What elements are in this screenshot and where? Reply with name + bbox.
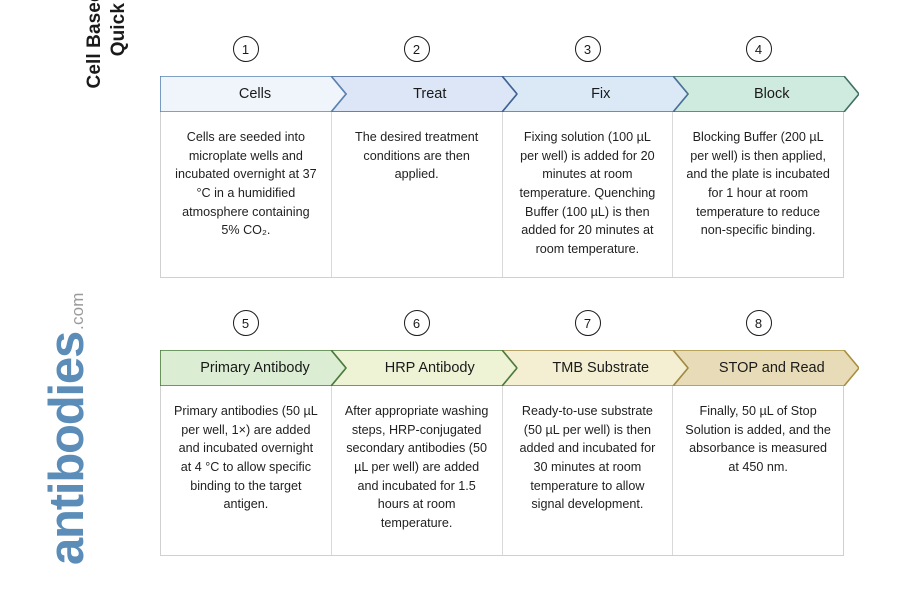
step-description-1: Cells are seeded into microplate wells a… bbox=[161, 112, 332, 277]
chevron-shape-7 bbox=[502, 350, 688, 386]
step-chevron-6[interactable]: HRP Antibody bbox=[331, 350, 517, 386]
step-chevron-5[interactable]: Primary Antibody bbox=[160, 350, 346, 386]
step-label-4: Block bbox=[754, 86, 790, 102]
brand-watermark: antibodies .com bbox=[40, 292, 103, 565]
chevron-shape-3 bbox=[502, 76, 688, 112]
step-description-6: After appropriate washing steps, HRP-con… bbox=[332, 386, 503, 555]
chevron-shape-6 bbox=[331, 350, 517, 386]
step-description-8: Finally, 50 µL of Stop Solution is added… bbox=[685, 404, 831, 474]
step-chevron-3[interactable]: Fix bbox=[502, 76, 688, 112]
step-number-3: 3 bbox=[574, 36, 601, 62]
step-description-7: Ready-to-use substrate (50 µL per well) … bbox=[503, 386, 674, 555]
protocol-row-2: 5 6 7 8 Primary Antibody HRP Antibody TMB Sub… bbox=[160, 310, 859, 556]
brand-tld: .com bbox=[68, 292, 87, 330]
step-number-strip-2: 5 6 7 8 bbox=[160, 310, 844, 350]
brand-name: antibodies bbox=[40, 331, 94, 565]
step-label-1: Cells bbox=[238, 86, 272, 102]
step-description-3: Fixing solution (100 µL per well) is add… bbox=[503, 112, 674, 277]
step-number-8: 8 bbox=[745, 310, 772, 336]
protocol-row-1: 1 2 3 4 Cells Treat Fix Block Cells are seeded… bbox=[160, 36, 859, 278]
step-description-band-2: Primary antibodies (50 µL per well, 1×) … bbox=[160, 386, 844, 556]
step-chevron-4[interactable]: Block bbox=[673, 76, 859, 112]
step-description-2: The desired treatment conditions are the… bbox=[332, 112, 503, 277]
page-title-line-2: Quick Protocol bbox=[107, 0, 131, 118]
step-label-8: STOP and Read bbox=[718, 360, 825, 376]
step-number-7: 7 bbox=[574, 310, 601, 336]
step-number-1: 1 bbox=[232, 36, 259, 62]
step-chevron-2[interactable]: Treat bbox=[331, 76, 517, 112]
step-label-6: HRP Antibody bbox=[384, 360, 475, 376]
step-label-5: Primary Antibody bbox=[200, 360, 310, 376]
page-title: Cell Based ELISA Kits Quick Protocol bbox=[62, 0, 152, 118]
chevron-shape-5 bbox=[160, 350, 346, 386]
step-number-2: 2 bbox=[403, 36, 430, 62]
step-chevron-8[interactable]: STOP and Read bbox=[673, 350, 859, 386]
step-chevron-1[interactable]: Cells bbox=[160, 76, 346, 112]
chevron-shape-1 bbox=[160, 76, 346, 112]
chevron-shape-8 bbox=[673, 350, 859, 386]
step-description-5: Primary antibodies (50 µL per well, 1×) … bbox=[161, 386, 332, 555]
chevron-shape-2 bbox=[331, 76, 517, 112]
step-description-4: Blocking Buffer (200 µL per well) is the… bbox=[686, 130, 830, 238]
step-label-3: Fix bbox=[591, 86, 611, 102]
step-label-2: Treat bbox=[413, 86, 447, 102]
step-chevron-band-1: Cells Treat Fix Block bbox=[160, 76, 859, 112]
step-chevron-band-2: Primary Antibody HRP Antibody TMB Substrat… bbox=[160, 350, 859, 386]
step-chevron-7[interactable]: TMB Substrate bbox=[502, 350, 688, 386]
chevron-shape-4 bbox=[673, 76, 859, 112]
step-label-7: TMB Substrate bbox=[552, 360, 650, 376]
step-number-strip-1: 1 2 3 4 bbox=[160, 36, 844, 76]
step-number-4: 4 bbox=[745, 36, 772, 62]
step-number-6: 6 bbox=[403, 310, 430, 336]
step-description-band-1: Cells are seeded into microplate wells a… bbox=[160, 112, 844, 278]
page-title-line-1: Cell Based ELISA Kits bbox=[83, 0, 107, 118]
step-number-5: 5 bbox=[232, 310, 259, 336]
